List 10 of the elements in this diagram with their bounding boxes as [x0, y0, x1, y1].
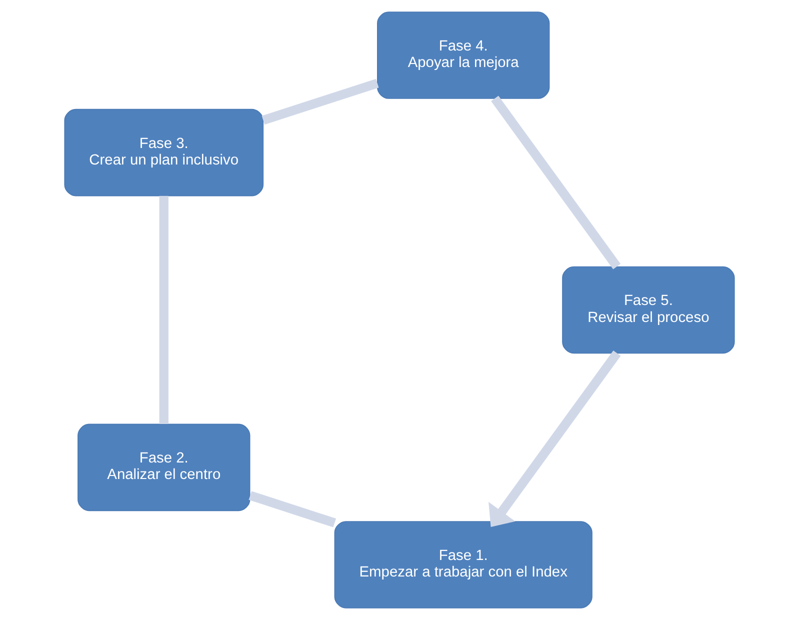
connector	[261, 78, 378, 125]
node-box: Fase 5. Revisar el proceso	[562, 266, 734, 354]
node-box: Fase 1. Empezar a trabajar con el Index	[334, 521, 592, 608]
node-box: Fase 4. Apoyar la mejora	[376, 12, 550, 99]
arrow	[488, 350, 620, 527]
node-box: Fase 3. Crear un plan inclusivo	[64, 108, 264, 196]
node-box: Fase 2. Analizar el centro	[77, 424, 250, 512]
connector	[490, 96, 620, 270]
connector	[248, 491, 336, 528]
connector	[158, 196, 168, 424]
